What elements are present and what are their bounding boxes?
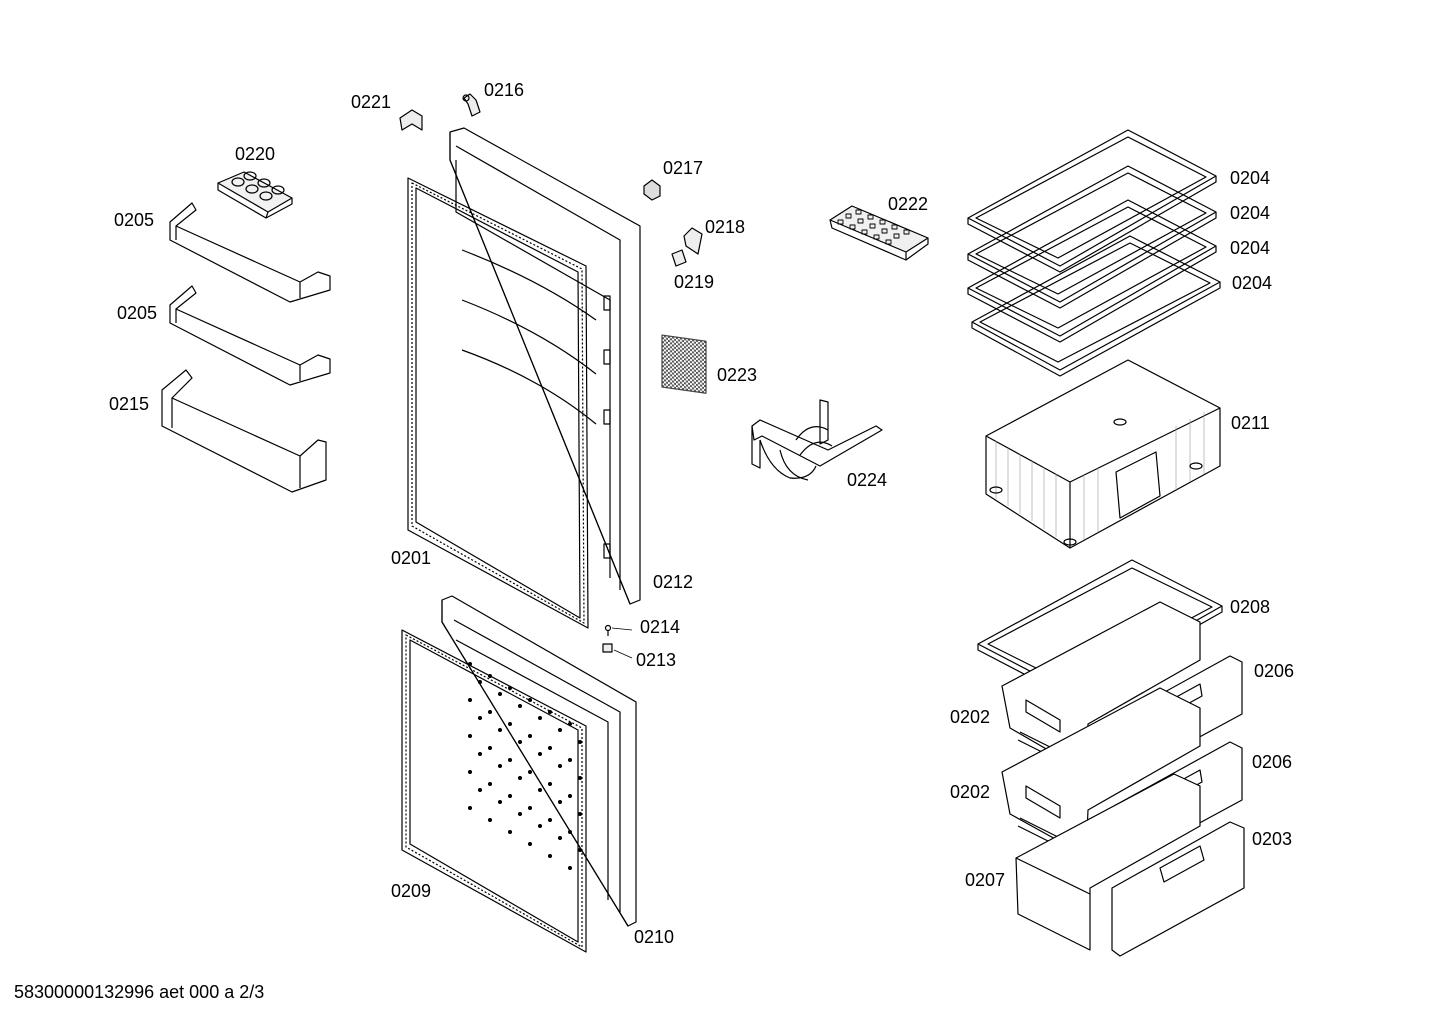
- label-0209: 0209: [391, 881, 432, 901]
- label-0220: 0220: [235, 144, 276, 164]
- egg-tray-part: [217, 171, 293, 219]
- liner-dot-grid: [468, 662, 582, 870]
- label-0201: 0201: [391, 548, 432, 568]
- bottle-shelf: [161, 369, 327, 493]
- label-0212: 0212: [653, 572, 694, 592]
- glass-shelf-3: [967, 199, 1217, 343]
- label-0204-3: 0204: [1230, 238, 1271, 258]
- plug-part: [602, 643, 633, 659]
- label-0213: 0213: [636, 650, 677, 670]
- freezer-drawer-3: [1015, 773, 1201, 951]
- label-0204-1: 0204: [1230, 168, 1271, 188]
- freezer-drawer-2: [1001, 687, 1201, 857]
- ice-tray-part: [829, 205, 929, 261]
- label-0218: 0218: [705, 217, 746, 237]
- label-0208: 0208: [1230, 597, 1271, 617]
- label-0216: 0216: [484, 80, 525, 100]
- label-0214: 0214: [640, 617, 681, 637]
- upper-door-liner: [449, 127, 641, 605]
- hinge-pin-part: [462, 93, 481, 117]
- hinge-cover-part: [399, 109, 423, 131]
- label-0203: 0203: [1252, 829, 1293, 849]
- label-0210: 0210: [634, 927, 675, 947]
- upper-door-gasket: [407, 177, 589, 629]
- label-0211: 0211: [1231, 413, 1270, 433]
- label-0215: 0215: [109, 394, 150, 414]
- mesh-filter-part: [661, 334, 707, 394]
- crisper-bin-part: [985, 359, 1221, 549]
- label-0219: 0219: [674, 272, 715, 292]
- label-0204-4: 0204: [1232, 273, 1273, 293]
- label-0221: 0221: [351, 92, 392, 112]
- label-0217: 0217: [663, 158, 704, 178]
- label-0224: 0224: [847, 470, 888, 490]
- label-0202-upper: 0202: [950, 707, 991, 727]
- glass-shelf-4: [971, 235, 1221, 377]
- label-0204-2: 0204: [1230, 203, 1271, 223]
- bracket-part: [683, 227, 703, 255]
- handle-clip-part: [643, 179, 661, 201]
- lower-door-liner: [441, 595, 637, 927]
- label-0206-upper: 0206: [1254, 661, 1295, 681]
- glass-shelf-2: [967, 165, 1217, 309]
- label-0206-lower: 0206: [1252, 752, 1293, 772]
- label-0222: 0222: [888, 194, 929, 214]
- glass-shelf-1: [967, 129, 1217, 273]
- lower-door-gasket: [401, 629, 587, 953]
- label-0207: 0207: [965, 870, 1006, 890]
- drawer-front-3: [1111, 821, 1245, 957]
- label-0205-lower: 0205: [117, 303, 158, 323]
- clip-part: [671, 249, 687, 267]
- document-reference-footer: 58300000132996 aet 000 a 2/3: [14, 982, 265, 1002]
- screw-part: [604, 624, 633, 636]
- door-shelf-middle: [169, 285, 331, 386]
- bottle-rack-part: [751, 399, 883, 481]
- door-shelf-upper: [169, 202, 331, 303]
- label-0205-upper: 0205: [114, 210, 155, 230]
- label-0223: 0223: [717, 365, 758, 385]
- label-0202-lower: 0202: [950, 782, 991, 802]
